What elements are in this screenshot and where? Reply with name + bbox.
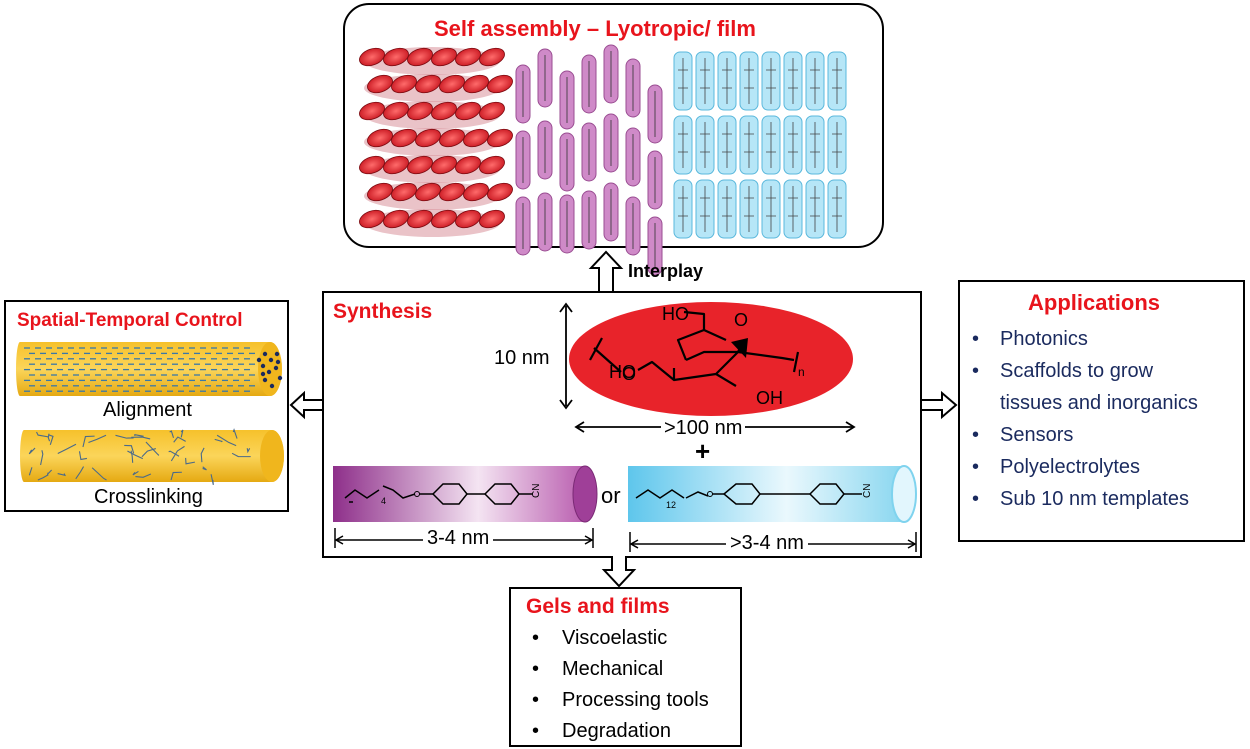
chem-cn-short: CN <box>531 484 542 498</box>
cellulose-disk <box>359 101 385 121</box>
cellulose-disk <box>415 74 441 94</box>
height-label: 10 nm <box>494 347 550 369</box>
gels-item: Degradation <box>516 716 709 747</box>
cellulose-disk <box>367 182 393 202</box>
long-lc-rods-illustration <box>673 51 847 239</box>
cellulose-disk <box>455 155 481 175</box>
chem-o-ring: O <box>734 310 748 330</box>
cellulose-disk <box>487 128 513 148</box>
chem-ho-left-label: HO <box>609 362 636 382</box>
arrow-to-gels <box>601 556 637 588</box>
cellulose-disk <box>359 47 385 67</box>
length-label: >100 nm <box>661 417 746 440</box>
cellulose-disk <box>391 182 417 202</box>
application-item: Scaffolds to grow <box>962 355 1198 387</box>
cellulose-disk <box>463 128 489 148</box>
cellulose-disk <box>383 155 409 175</box>
cellulose-disk <box>479 209 505 229</box>
chem-oh-bottom: OH <box>756 388 783 408</box>
cellulose-disk <box>439 182 465 202</box>
cellulose-disk <box>479 155 505 175</box>
chem-sub-long: 12 <box>666 500 676 510</box>
gels-films-title: Gels and films <box>526 595 670 618</box>
short-lc-rods-illustration <box>515 44 663 276</box>
cellulose-disk <box>455 101 481 121</box>
cellulose-disk <box>415 128 441 148</box>
application-item: Sensors <box>962 419 1198 451</box>
gels-item: Mechanical <box>516 654 709 685</box>
cellulose-disk <box>391 74 417 94</box>
cellulose-disk <box>431 101 457 121</box>
cellulose-disk <box>463 182 489 202</box>
cellulose-stack-illustration <box>359 47 513 237</box>
cellulose-disk <box>367 74 393 94</box>
gels-item: Viscoelastic <box>516 623 709 654</box>
cellulose-disk <box>431 209 457 229</box>
cellulose-disk <box>407 47 433 67</box>
cellulose-disk <box>407 101 433 121</box>
applications-title: Applications <box>1028 290 1161 315</box>
alignment-label: Alignment <box>103 399 192 421</box>
self-assembly-title: Self assembly – Lyotropic/ film <box>434 16 756 41</box>
crosslinking-label: Crosslinking <box>94 486 203 508</box>
cellulose-disk <box>455 209 481 229</box>
cellulose-disk <box>415 182 441 202</box>
cellulose-disk <box>455 47 481 67</box>
height-arrow <box>559 302 573 410</box>
cellulose-disk <box>479 47 505 67</box>
cellulose-disk <box>439 74 465 94</box>
interplay-label: Interplay <box>628 261 704 281</box>
chem-cn-long: CN <box>862 484 873 498</box>
chem-ho-top: HO <box>662 304 689 324</box>
cellulose-disk <box>367 128 393 148</box>
chem-n: n <box>798 365 805 379</box>
aligned-fiber-illustration <box>16 342 283 396</box>
cellulose-disk <box>407 209 433 229</box>
cellulose-disk <box>383 47 409 67</box>
long-width-label: >3-4 nm <box>726 532 808 555</box>
cellulose-disk <box>487 182 513 202</box>
cellulose-disk <box>431 155 457 175</box>
cellulose-disk <box>359 155 385 175</box>
gels-item: Processing tools <box>516 685 709 716</box>
synthesis-title: Synthesis <box>333 300 433 323</box>
cellulose-disk <box>487 74 513 94</box>
crosslinked-fiber-illustration <box>20 428 284 486</box>
cellulose-unit-illustration: HO O O HO OH n HO <box>569 302 853 416</box>
cellulose-disk <box>407 155 433 175</box>
cellulose-disk <box>391 128 417 148</box>
cellulose-disk <box>463 74 489 94</box>
application-item: Sub 10 nm templates <box>962 483 1198 515</box>
cellulose-disk <box>431 47 457 67</box>
cellulose-disk <box>383 101 409 121</box>
cellulose-disk <box>359 209 385 229</box>
long-chain-cylinder: 12 CN <box>628 465 917 523</box>
chem-sub-short: 4 <box>381 496 386 506</box>
arrow-to-spatial <box>289 390 322 420</box>
spatial-temporal-title: Spatial-Temporal Control <box>17 310 243 331</box>
chem-o-left: O <box>622 364 636 384</box>
application-item: Photonics <box>962 323 1198 355</box>
cellulose-disk <box>439 128 465 148</box>
cellulose-disk <box>383 209 409 229</box>
gels-films-list: Viscoelastic Mechanical Processing tools… <box>516 623 709 747</box>
interplay-arrow-up <box>588 250 624 292</box>
application-item-continued: tissues and inorganics <box>1000 392 1198 414</box>
cellulose-disk <box>479 101 505 121</box>
applications-list: Photonics Scaffolds to grow tissues and … <box>962 323 1198 515</box>
plus-sign: + <box>695 436 711 466</box>
arrow-to-applications <box>922 390 958 420</box>
short-chain-cylinder: 4 CN <box>333 465 598 523</box>
application-item: Polyelectrolytes <box>962 451 1198 483</box>
short-width-label: 3-4 nm <box>423 527 494 550</box>
or-label: or <box>601 483 621 508</box>
